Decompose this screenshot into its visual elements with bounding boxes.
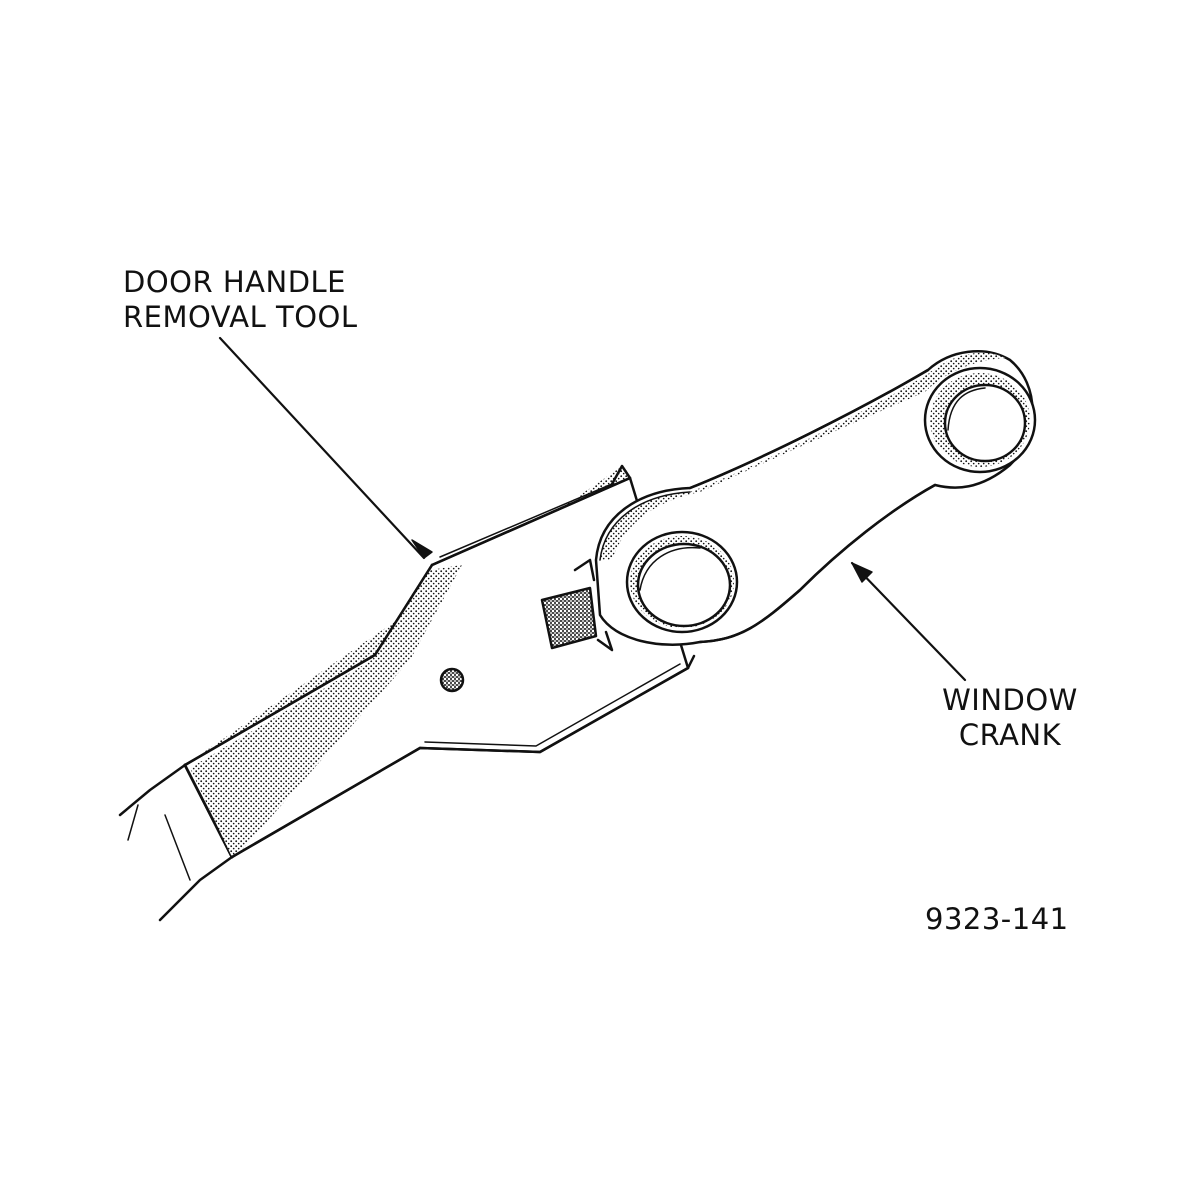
crank-label: WINDOW CRANK (935, 683, 1085, 753)
tool-label-line2: REMOVAL TOOL (123, 300, 358, 334)
crank-leader-arrow (850, 561, 967, 682)
tool-label: DOOR HANDLE REMOVAL TOOL (123, 265, 358, 335)
tool-leader-arrow (218, 336, 433, 560)
crank-label-line1: WINDOW (942, 683, 1078, 717)
tool-label-line1: DOOR HANDLE (123, 265, 346, 299)
crank-hub (625, 530, 739, 634)
splined-shaft (540, 558, 614, 652)
crank-label-line2: CRANK (958, 718, 1062, 752)
tool-rivet (439, 667, 465, 693)
crank-knob (923, 366, 1037, 474)
tool-shaft (183, 464, 696, 859)
figure-number: 9323-141 (925, 902, 1069, 936)
